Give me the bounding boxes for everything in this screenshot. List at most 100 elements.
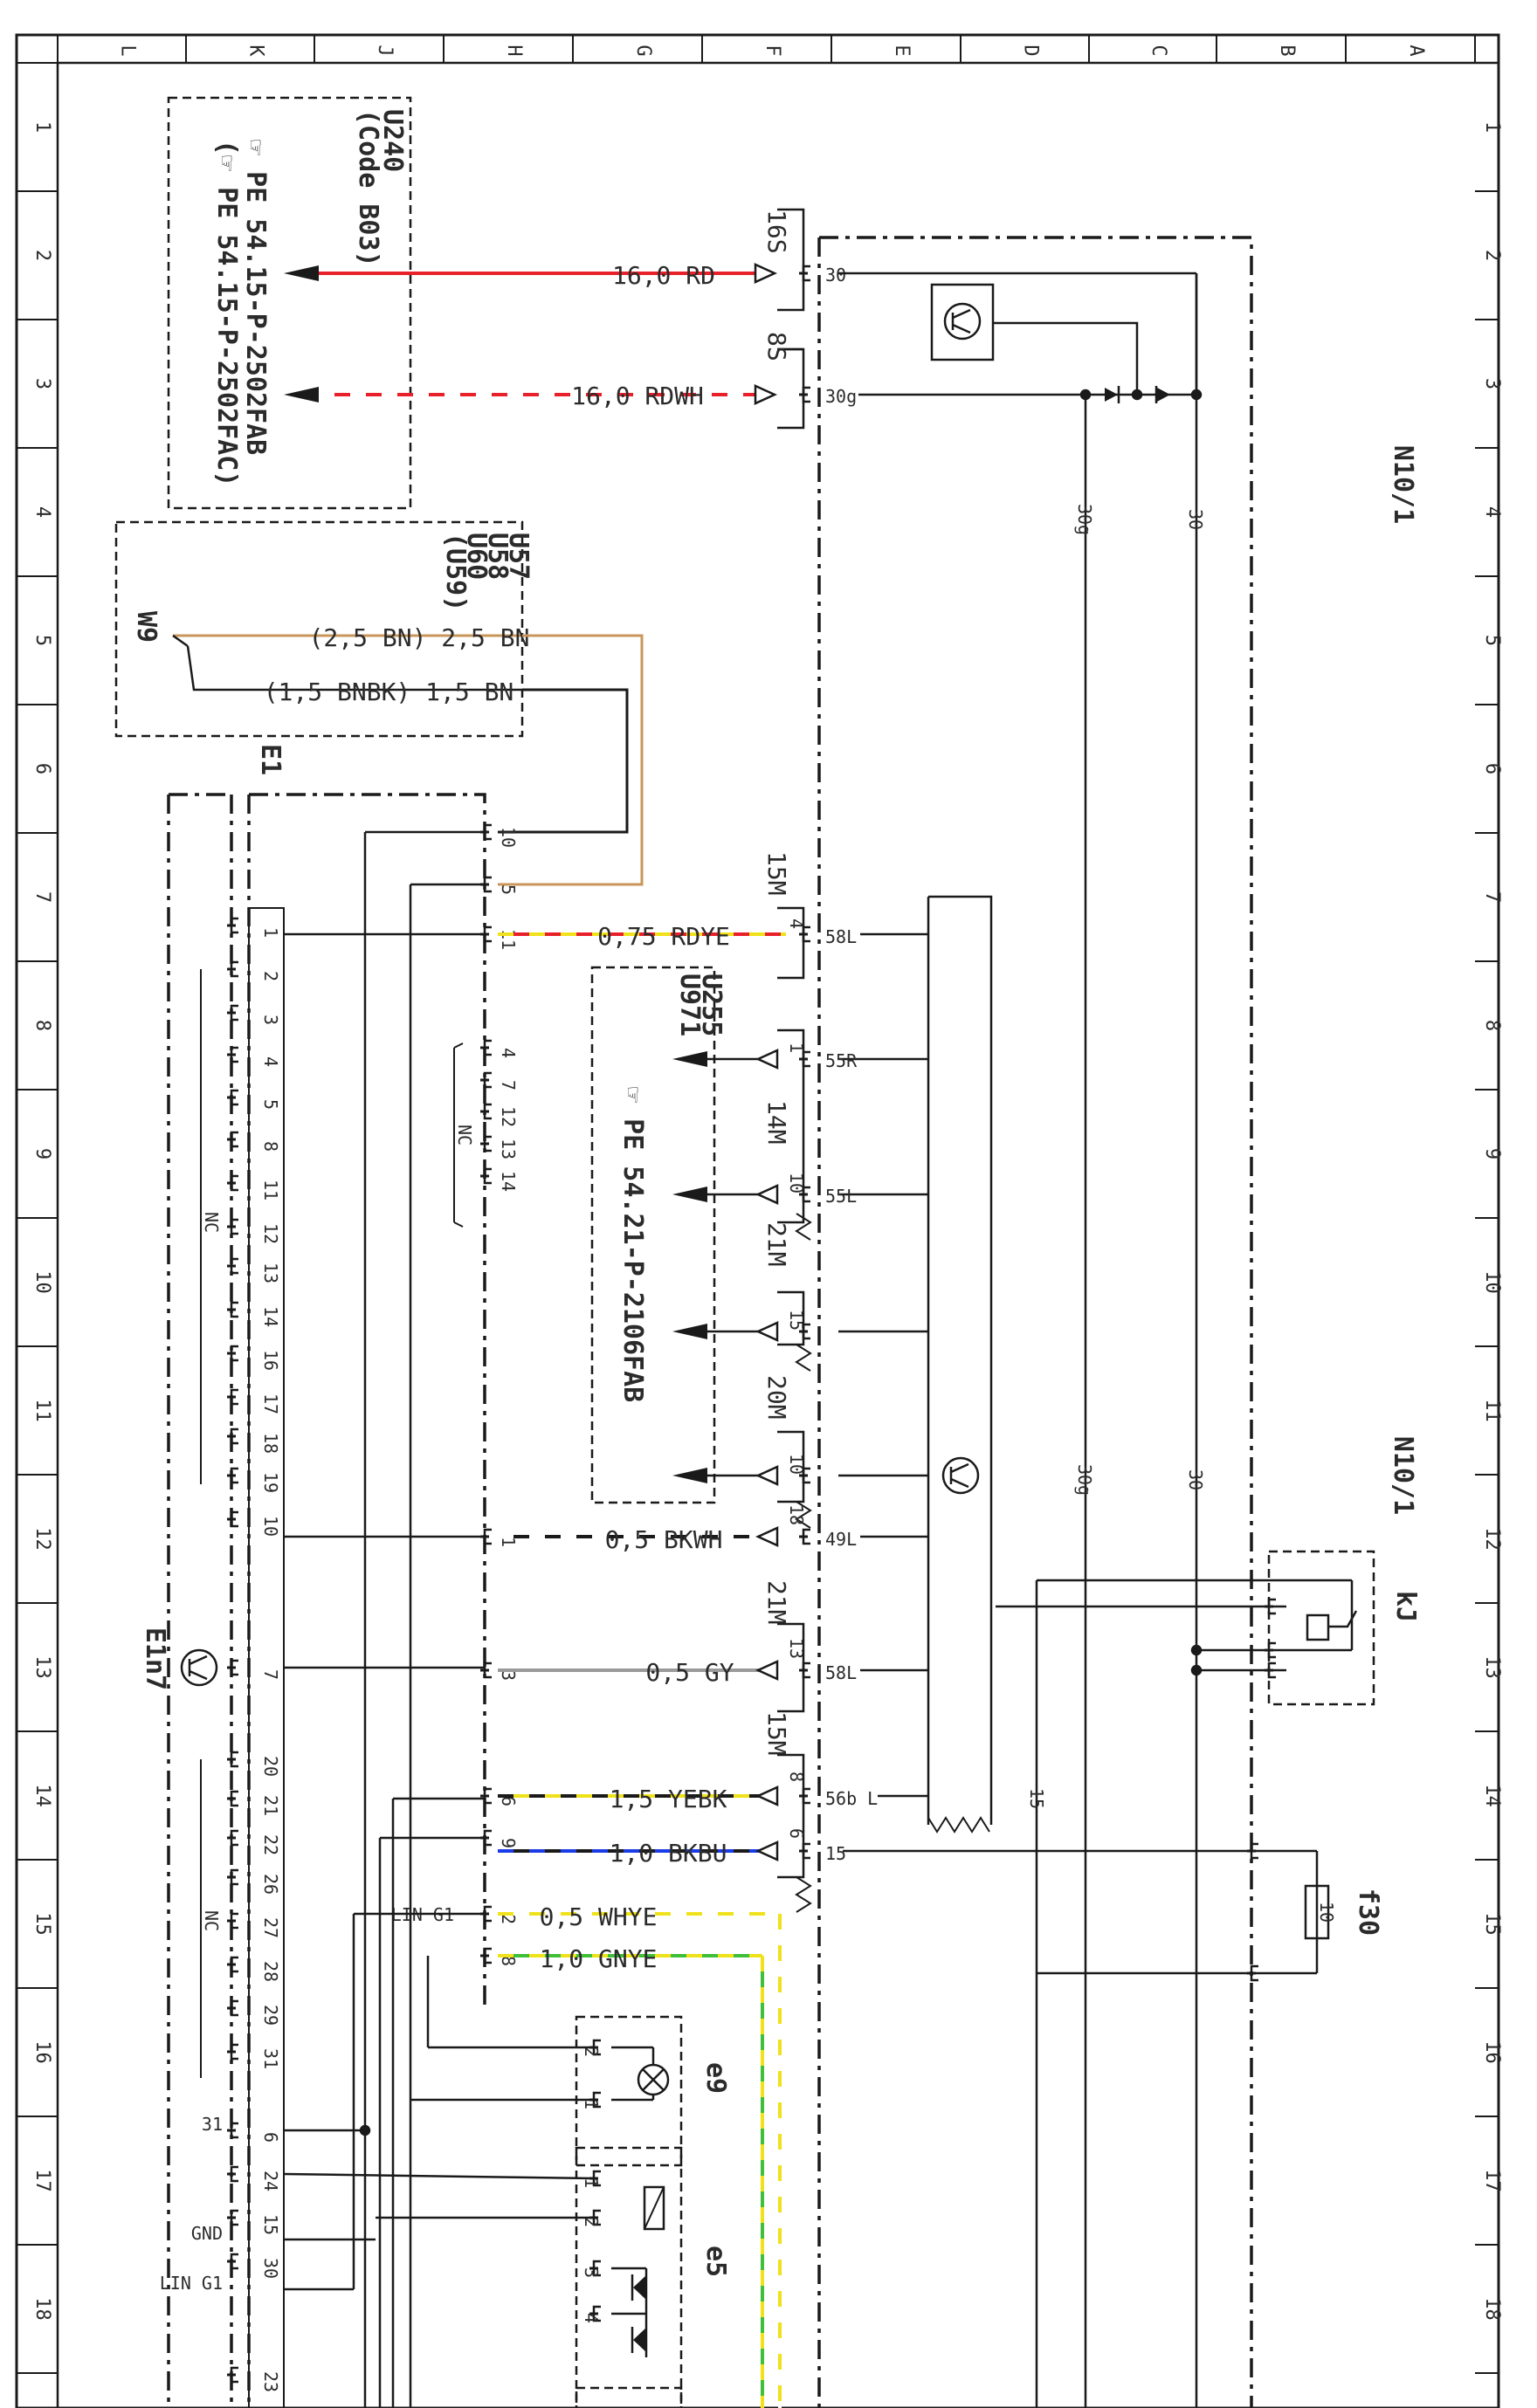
wire-label-0-5-whye: 0,5 WHYE	[540, 1902, 658, 1931]
row-label-left-1: 1	[31, 121, 53, 133]
row-label-right-11: 11	[1481, 1399, 1503, 1422]
e1-pin-label-6: 6	[498, 1796, 519, 1806]
next-module-top	[575, 2386, 683, 2408]
arrow-left-icon	[284, 265, 319, 281]
transistor-emitter	[950, 1477, 969, 1489]
transistor-icon	[943, 302, 982, 341]
terminal-label-49l: 49L	[825, 1529, 857, 1550]
e1n7-nc-label-2: NC	[201, 1910, 222, 1931]
wire-label-0-75-rdye: 0,75 RDYE	[597, 922, 730, 951]
connector-arrow-left-icon	[755, 1184, 779, 1205]
e9-pin-label-2: 2	[581, 2047, 602, 2057]
w9-tap	[172, 634, 189, 648]
e9-box	[575, 2015, 683, 2167]
pin-label-15m-4: 4	[786, 918, 807, 929]
e1-pin-label-10: 10	[498, 827, 519, 848]
u240-label: U240	[377, 109, 408, 172]
connector-arrow-right-icon	[754, 263, 778, 284]
e1n7-pin-label-17: 17	[260, 1393, 281, 1414]
signal-pin-label-0: 1	[786, 1042, 807, 1053]
junction-dot	[359, 2124, 371, 2136]
row-label-left-2: 2	[31, 250, 53, 261]
row-label-right-4: 4	[1481, 506, 1503, 518]
wire-label-1-0-bkbu: 1,0 BKBU	[610, 1839, 727, 1868]
wire-label-2-5-bn: (2,5 BN) 2,5 BN	[309, 623, 530, 652]
led-icon	[633, 2327, 647, 2353]
row-label-right-18: 18	[1481, 2297, 1503, 2321]
e1-pin-label-7: 7	[498, 1080, 519, 1090]
connector-21m-b	[777, 1622, 805, 1713]
e1-label: E1	[255, 744, 286, 775]
u57-module-box	[114, 520, 524, 738]
row-label-left-7: 7	[31, 891, 53, 903]
e1-nc-bracket-top	[453, 1042, 464, 1049]
n10-1-label-mid: N10/1	[1388, 1436, 1418, 1515]
connector-label-15m-b: 15M	[762, 1711, 791, 1756]
row-label-left-6: 6	[31, 763, 53, 774]
f30-label: f30	[1353, 1889, 1383, 1936]
e1-top-right	[249, 793, 486, 2008]
wire-label-1-0-gnye: 1,0 GNYE	[540, 1944, 658, 1973]
connector-break	[795, 1344, 812, 1372]
e1n7-nc-label-1: NC	[201, 1212, 222, 1233]
lamp-x-2	[642, 2068, 665, 2091]
row-label-right-17: 17	[1481, 2169, 1503, 2192]
e1n7-pin-label-27: 27	[260, 1917, 281, 1938]
e1-pin-label-12: 12	[498, 1106, 519, 1127]
led-icon	[633, 2274, 647, 2301]
row-label-left-16: 16	[31, 2040, 53, 2064]
e1n7-side-gnd: GND	[191, 2223, 223, 2244]
u60-label: U60	[461, 533, 492, 580]
column-label-a: A	[1405, 45, 1427, 56]
e5-pin-label-2: 2	[581, 2217, 602, 2227]
row-label-right-13: 13	[1481, 1655, 1503, 1679]
row-label-left-3: 3	[31, 378, 53, 389]
connector-label-16s: 16S	[762, 210, 791, 254]
e1n7-pin-label-3: 3	[260, 1015, 281, 1025]
e1n7-pin-strip	[248, 907, 285, 2408]
row-label-left-9: 9	[31, 1148, 53, 1159]
wire-bn-route	[498, 634, 644, 886]
relay-coil-icon	[1306, 1613, 1330, 1641]
column-label-d: D	[1020, 45, 1042, 56]
e1n7-pin-label-29: 29	[260, 2005, 281, 2026]
connector-21m	[777, 1290, 805, 1346]
e1n7-pin-label-28: 28	[260, 1961, 281, 1982]
e1n7-pin-label-7: 7	[260, 1669, 281, 1680]
transistor-collector	[189, 1655, 208, 1666]
e1n7-pin-label-30: 30	[260, 2258, 281, 2279]
diode-icon	[1157, 388, 1170, 402]
row-label-left-13: 13	[31, 1655, 53, 1679]
diode-icon	[1105, 388, 1118, 402]
n10-1-module-border	[819, 236, 1253, 2408]
bus-label-30g: 30g	[1074, 504, 1095, 535]
u58-label: U58	[482, 533, 513, 580]
e1n7-pin-label-21: 21	[260, 1795, 281, 1816]
column-label-g: G	[632, 45, 654, 56]
row-label-left-8: 8	[31, 1020, 53, 1031]
row-label-left-12: 12	[31, 1527, 53, 1551]
arrow-left-icon	[672, 1324, 707, 1339]
wire-label-1-5-bnbk: (1,5 BNBK) 1,5 BN	[264, 678, 514, 706]
wire-label-0-5-gy: 0,5 GY	[645, 1658, 734, 1687]
row-label-left-15: 15	[31, 1912, 53, 1936]
e1-pin-label-1: 1	[498, 1537, 519, 1547]
transistor-icon	[941, 1456, 980, 1495]
connector-arrow-left-icon	[755, 1785, 779, 1806]
connector-break	[795, 1501, 812, 1529]
terminal-label-55l: 55L	[825, 1186, 857, 1207]
e1-nc-label: NC	[454, 1125, 475, 1146]
e1-pin-label-4: 4	[498, 1048, 519, 1058]
e1-pin-label-14: 14	[498, 1171, 519, 1192]
resistor-icon	[643, 2185, 665, 2231]
pin-label-8: 8	[786, 1772, 807, 1782]
e1n7-pin-label-8: 8	[260, 1141, 281, 1152]
e1-pin-label-9: 9	[498, 1838, 519, 1848]
bus-label-30-lower: 30	[1185, 1469, 1206, 1490]
row-label-left-14: 14	[31, 1784, 53, 1807]
row-label-left-17: 17	[31, 2169, 53, 2192]
e5-pin-label-1: 1	[581, 2178, 602, 2188]
n10-internal-block-break	[927, 1816, 990, 1834]
e5-pin-label-3: 3	[581, 2267, 602, 2278]
